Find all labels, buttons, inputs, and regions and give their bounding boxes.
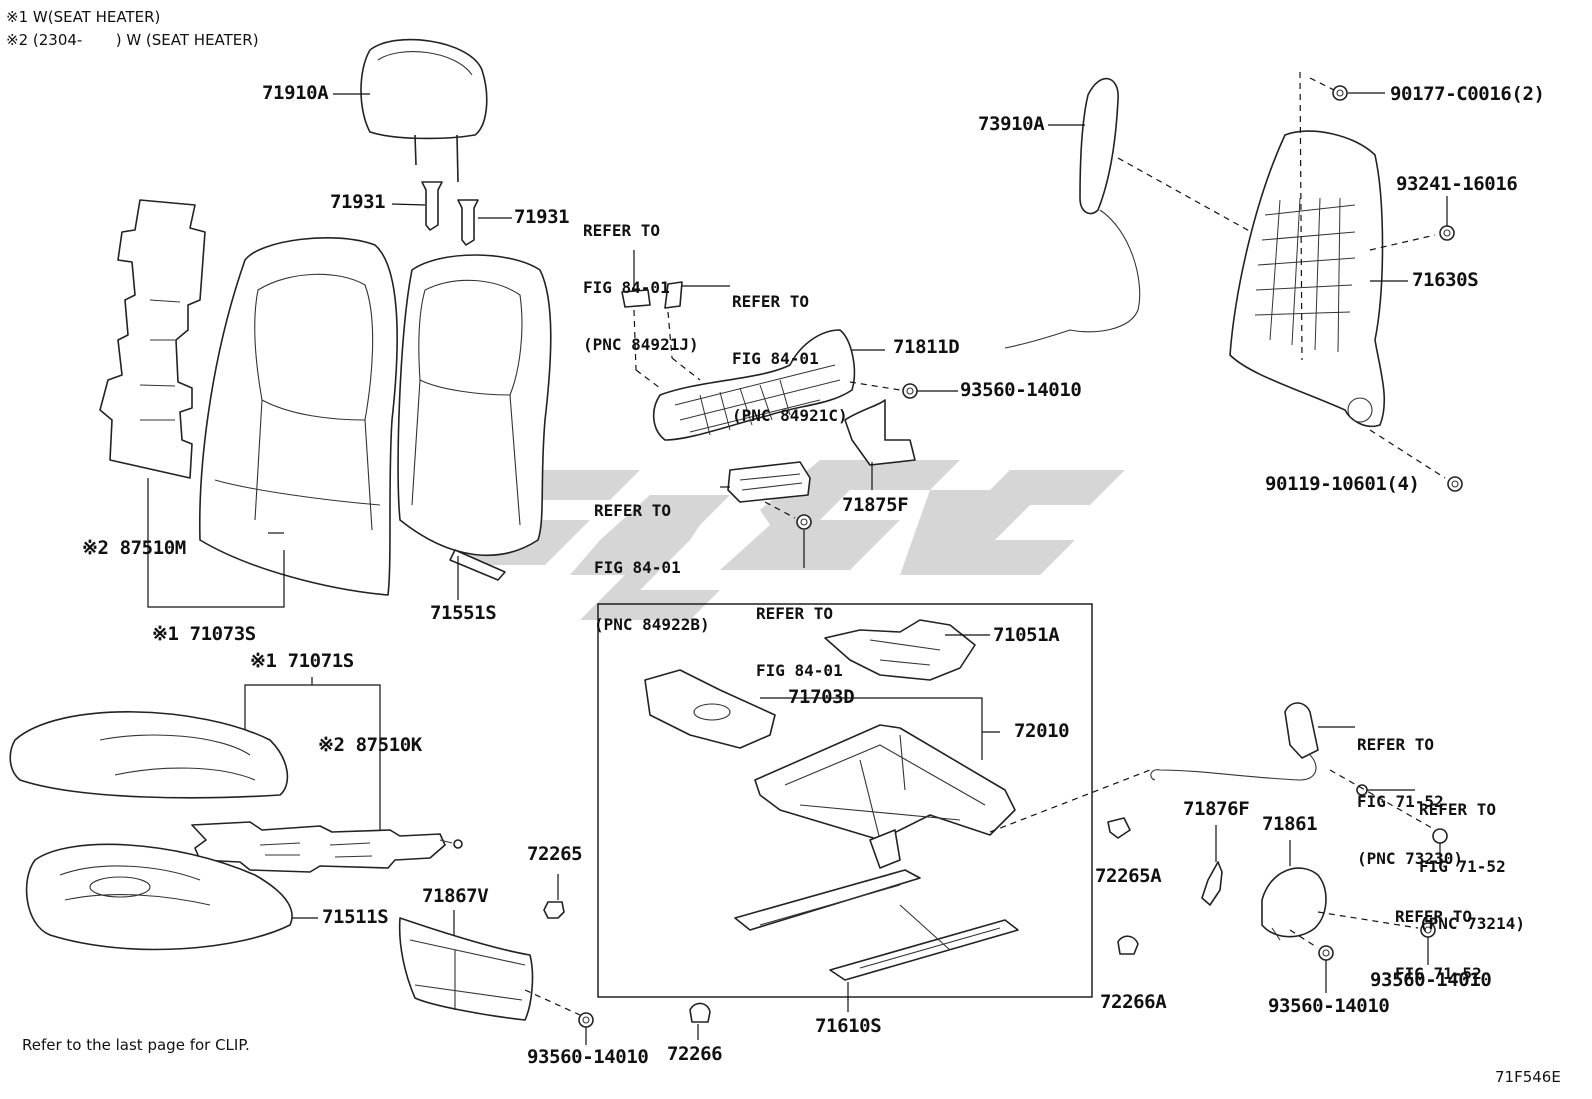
reference-pnc-73230[interactable]: REFER TO FIG 71-52 (PNC 73230)	[1357, 697, 1463, 887]
part-label-72266A[interactable]: 72266A	[1100, 991, 1167, 1013]
part-label-87510M[interactable]: ※2 87510M	[82, 537, 186, 559]
note-seat-heater-2: ※2 (2304- ) W (SEAT HEATER)	[6, 31, 259, 49]
reference-line: FIG 71-52	[1395, 964, 1482, 983]
screw-71861-b	[1318, 945, 1334, 961]
illustration-code: 71F546E	[1495, 1068, 1561, 1086]
headrest-guide-right	[457, 199, 479, 246]
reference-line: REFER TO	[1357, 735, 1435, 754]
part-label-93241-16016[interactable]: 93241-16016	[1396, 173, 1518, 195]
part-label-71511S[interactable]: 71511S	[322, 906, 389, 928]
part-label-71861[interactable]: 71861	[1262, 813, 1318, 835]
reference-line: REFER TO	[594, 501, 672, 520]
part-label-72266[interactable]: 72266	[667, 1043, 723, 1065]
reference-line: REFER TO	[1395, 907, 1473, 926]
part-label-93560-14010-cover-a[interactable]: 93560-14010	[1370, 969, 1492, 991]
part-label-93560-14010-side-cover[interactable]: 93560-14010	[960, 379, 1082, 401]
part-label-71867V[interactable]: 71867V	[422, 885, 489, 907]
clip-72265	[543, 901, 565, 919]
headrest	[360, 38, 488, 183]
reference-line: FIG 84-01	[583, 278, 670, 297]
part-label-71051A[interactable]: 71051A	[993, 624, 1060, 646]
note-seat-heater-1: ※1 W(SEAT HEATER)	[6, 8, 161, 26]
seat-side-shield	[398, 917, 534, 1021]
reference-line: (PNC 73214)	[1419, 914, 1525, 933]
seatback-pad	[397, 254, 552, 581]
part-label-71876F[interactable]: 71876F	[1183, 798, 1250, 820]
reference-line: FIG 71-52	[1357, 792, 1444, 811]
reference-pnc-84921C[interactable]: REFER TO FIG 84-01 (PNC 84921C)	[732, 254, 848, 444]
reference-pnc-73214[interactable]: REFER TO FIG 71-52 (PNC 73214)	[1419, 762, 1525, 952]
nut-90177	[1332, 85, 1348, 101]
seat-side-cover	[652, 329, 856, 441]
part-label-72265[interactable]: 72265	[527, 843, 583, 865]
part-label-71910A[interactable]: 71910A	[262, 82, 329, 104]
part-label-72265A[interactable]: 72265A	[1095, 865, 1162, 887]
reference-fig-71-52[interactable]: REFER TO FIG 71-52	[1395, 869, 1482, 1002]
bolt-93241	[1439, 225, 1455, 241]
reference-line: FIG 84-01	[756, 661, 843, 680]
seat-cushion-cover	[9, 711, 289, 799]
seat-cushion-pad	[25, 843, 293, 951]
part-label-71931-right[interactable]: 71931	[514, 206, 570, 228]
screw-module	[796, 514, 812, 530]
reference-fig-84-01[interactable]: REFER TO FIG 84-01	[756, 566, 843, 699]
headrest-guide-left	[421, 181, 443, 231]
seat-control-module	[727, 461, 811, 503]
part-label-71875F[interactable]: 71875F	[842, 494, 909, 516]
reference-line: REFER TO	[583, 221, 661, 240]
frame-group-box	[597, 603, 1093, 998]
reference-line: REFER TO	[756, 604, 834, 623]
seat-frame-assembly	[754, 724, 1016, 869]
seatback-frame	[1229, 130, 1386, 428]
bolt-90119	[1447, 476, 1463, 492]
reference-line: FIG 84-01	[594, 558, 681, 577]
seat-bracket	[844, 399, 916, 466]
side-airbag	[1004, 77, 1141, 349]
part-label-71073S[interactable]: ※1 71073S	[152, 623, 256, 645]
clip-72266	[689, 1002, 711, 1023]
seat-track-assembly	[734, 869, 1019, 981]
seat-bracket-71876F	[1201, 861, 1223, 906]
reference-pnc-84921J[interactable]: REFER TO FIG 84-01 (PNC 84921J)	[583, 183, 699, 373]
side-cover-71861	[1261, 867, 1327, 941]
reference-line: (PNC 84921J)	[583, 335, 699, 354]
reference-pnc-84922B[interactable]: REFER TO FIG 84-01 (PNC 84922B)	[594, 463, 710, 653]
cushion-frame-bracket	[824, 619, 976, 681]
part-label-72010[interactable]: 72010	[1014, 720, 1070, 742]
part-label-90177-C0016[interactable]: 90177-C0016(2)	[1390, 83, 1545, 105]
screw-side-cover	[902, 383, 918, 399]
part-label-90119-10601[interactable]: 90119-10601(4)	[1265, 473, 1420, 495]
part-label-71071S[interactable]: ※1 71071S	[250, 650, 354, 672]
part-label-93560-14010-cover-b[interactable]: 93560-14010	[1268, 995, 1390, 1017]
part-label-93560-14010-shield[interactable]: 93560-14010	[527, 1046, 649, 1068]
part-label-73910A[interactable]: 73910A	[978, 113, 1045, 135]
part-label-71931-left[interactable]: 71931	[330, 191, 386, 213]
reference-line: REFER TO	[732, 292, 810, 311]
reference-line: (PNC 84921C)	[732, 406, 848, 425]
reference-line: FIG 84-01	[732, 349, 819, 368]
part-label-71703D[interactable]: 71703D	[788, 686, 855, 708]
clip-72265A	[1107, 817, 1131, 839]
seat-switch-84921C	[664, 281, 683, 309]
seatbelt-buckle	[1150, 702, 1319, 781]
part-label-71610S[interactable]: 71610S	[815, 1015, 882, 1037]
seat-cushion-heater-mat	[191, 821, 463, 873]
seatback-heater-mat	[99, 199, 206, 479]
cushion-frame-pan	[644, 669, 776, 749]
note-clip-reference: Refer to the last page for CLIP.	[22, 1036, 250, 1054]
reference-line: REFER TO	[1419, 800, 1497, 819]
reference-line: FIG 71-52	[1419, 857, 1506, 876]
reference-line: (PNC 84922B)	[594, 615, 710, 634]
reference-line: (PNC 73230)	[1357, 849, 1463, 868]
seatback-cover	[198, 236, 398, 596]
part-label-71630S[interactable]: 71630S	[1412, 269, 1479, 291]
seat-switch-84921J	[621, 289, 651, 308]
screw-shield	[578, 1012, 594, 1028]
part-label-71551S[interactable]: 71551S	[430, 602, 497, 624]
part-label-71811D[interactable]: 71811D	[893, 336, 960, 358]
part-label-87510K[interactable]: ※2 87510K	[318, 734, 422, 756]
clip-72266A	[1117, 935, 1139, 955]
